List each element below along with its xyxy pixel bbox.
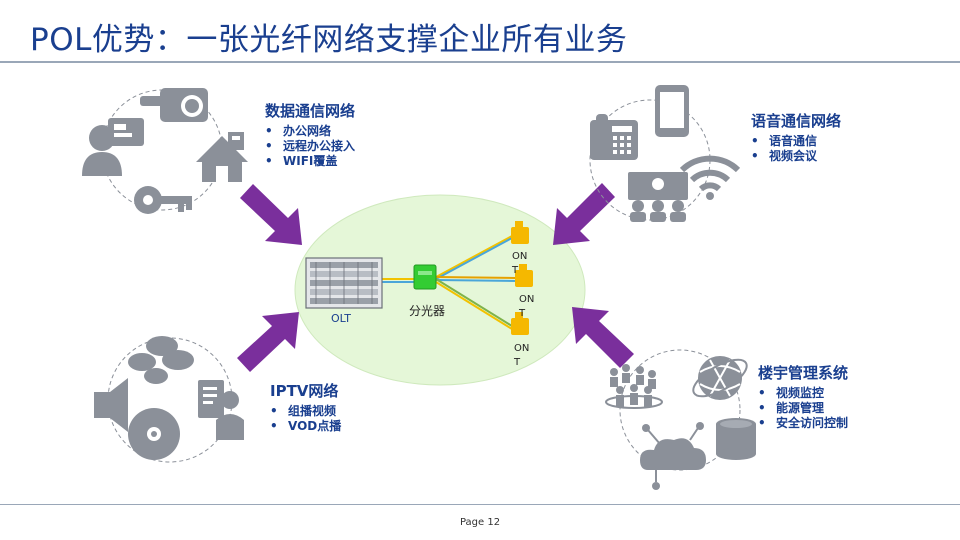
voice-network-heading: 语音通信网络: [751, 112, 842, 130]
list-item: •WIFI覆盖: [265, 154, 338, 168]
data-network-block: 数据通信网络 •办公网络 •远程办公接入 •WIFI覆盖: [265, 100, 355, 169]
list-item: •视频会议: [751, 149, 818, 163]
list-item: •安全访问控制: [758, 416, 849, 430]
arrow-icon: [572, 307, 634, 368]
list-item: •组播视频: [270, 404, 337, 418]
data-network-icons: [82, 88, 248, 214]
building-management-heading: 楼宇管理系统: [758, 364, 849, 382]
list-item: •VOD点播: [270, 419, 342, 433]
list-item: •语音通信: [751, 134, 818, 148]
arrow-icon: [240, 184, 302, 245]
voice-network-block: 语音通信网络 •语音通信 •视频会议: [751, 110, 841, 164]
list-item: •办公网络: [265, 124, 332, 138]
building-management-block: 楼宇管理系统 •视频监控 •能源管理 •安全访问控制: [758, 362, 848, 431]
page-number: Page 12: [459, 517, 501, 528]
ont-label: ON T: [519, 294, 535, 319]
ont-icon: [511, 221, 529, 244]
iptv-network-heading: IPTV网络: [270, 382, 339, 400]
olt-label: OLT: [331, 312, 351, 325]
list-item: •能源管理: [758, 401, 825, 415]
ont-label: ON T: [512, 251, 528, 276]
list-item: •视频监控: [758, 386, 825, 400]
title-divider: [0, 61, 960, 63]
splitter-label: 分光器: [409, 304, 446, 318]
building-management-icons: [605, 349, 756, 490]
data-network-heading: 数据通信网络: [265, 102, 356, 120]
arrow-icon: [237, 312, 299, 372]
iptv-network-icons: [94, 336, 244, 463]
list-item: •远程办公接入: [265, 139, 356, 153]
voice-network-icons: [589, 85, 741, 222]
ont-icon: [511, 312, 529, 335]
ont-icon: [515, 264, 533, 287]
ont-label: ON T: [514, 343, 530, 368]
iptv-network-block: IPTV网络 •组播视频 •VOD点播: [270, 380, 341, 434]
arrow-icon: [553, 183, 615, 245]
page-title: POL优势：一张光纤网络支撑企业所有业务: [30, 22, 628, 58]
fiber-lines: [378, 235, 517, 330]
footer-divider: [0, 504, 960, 505]
splitter-icon: [413, 264, 437, 290]
olt-chassis-icon: [305, 257, 383, 309]
